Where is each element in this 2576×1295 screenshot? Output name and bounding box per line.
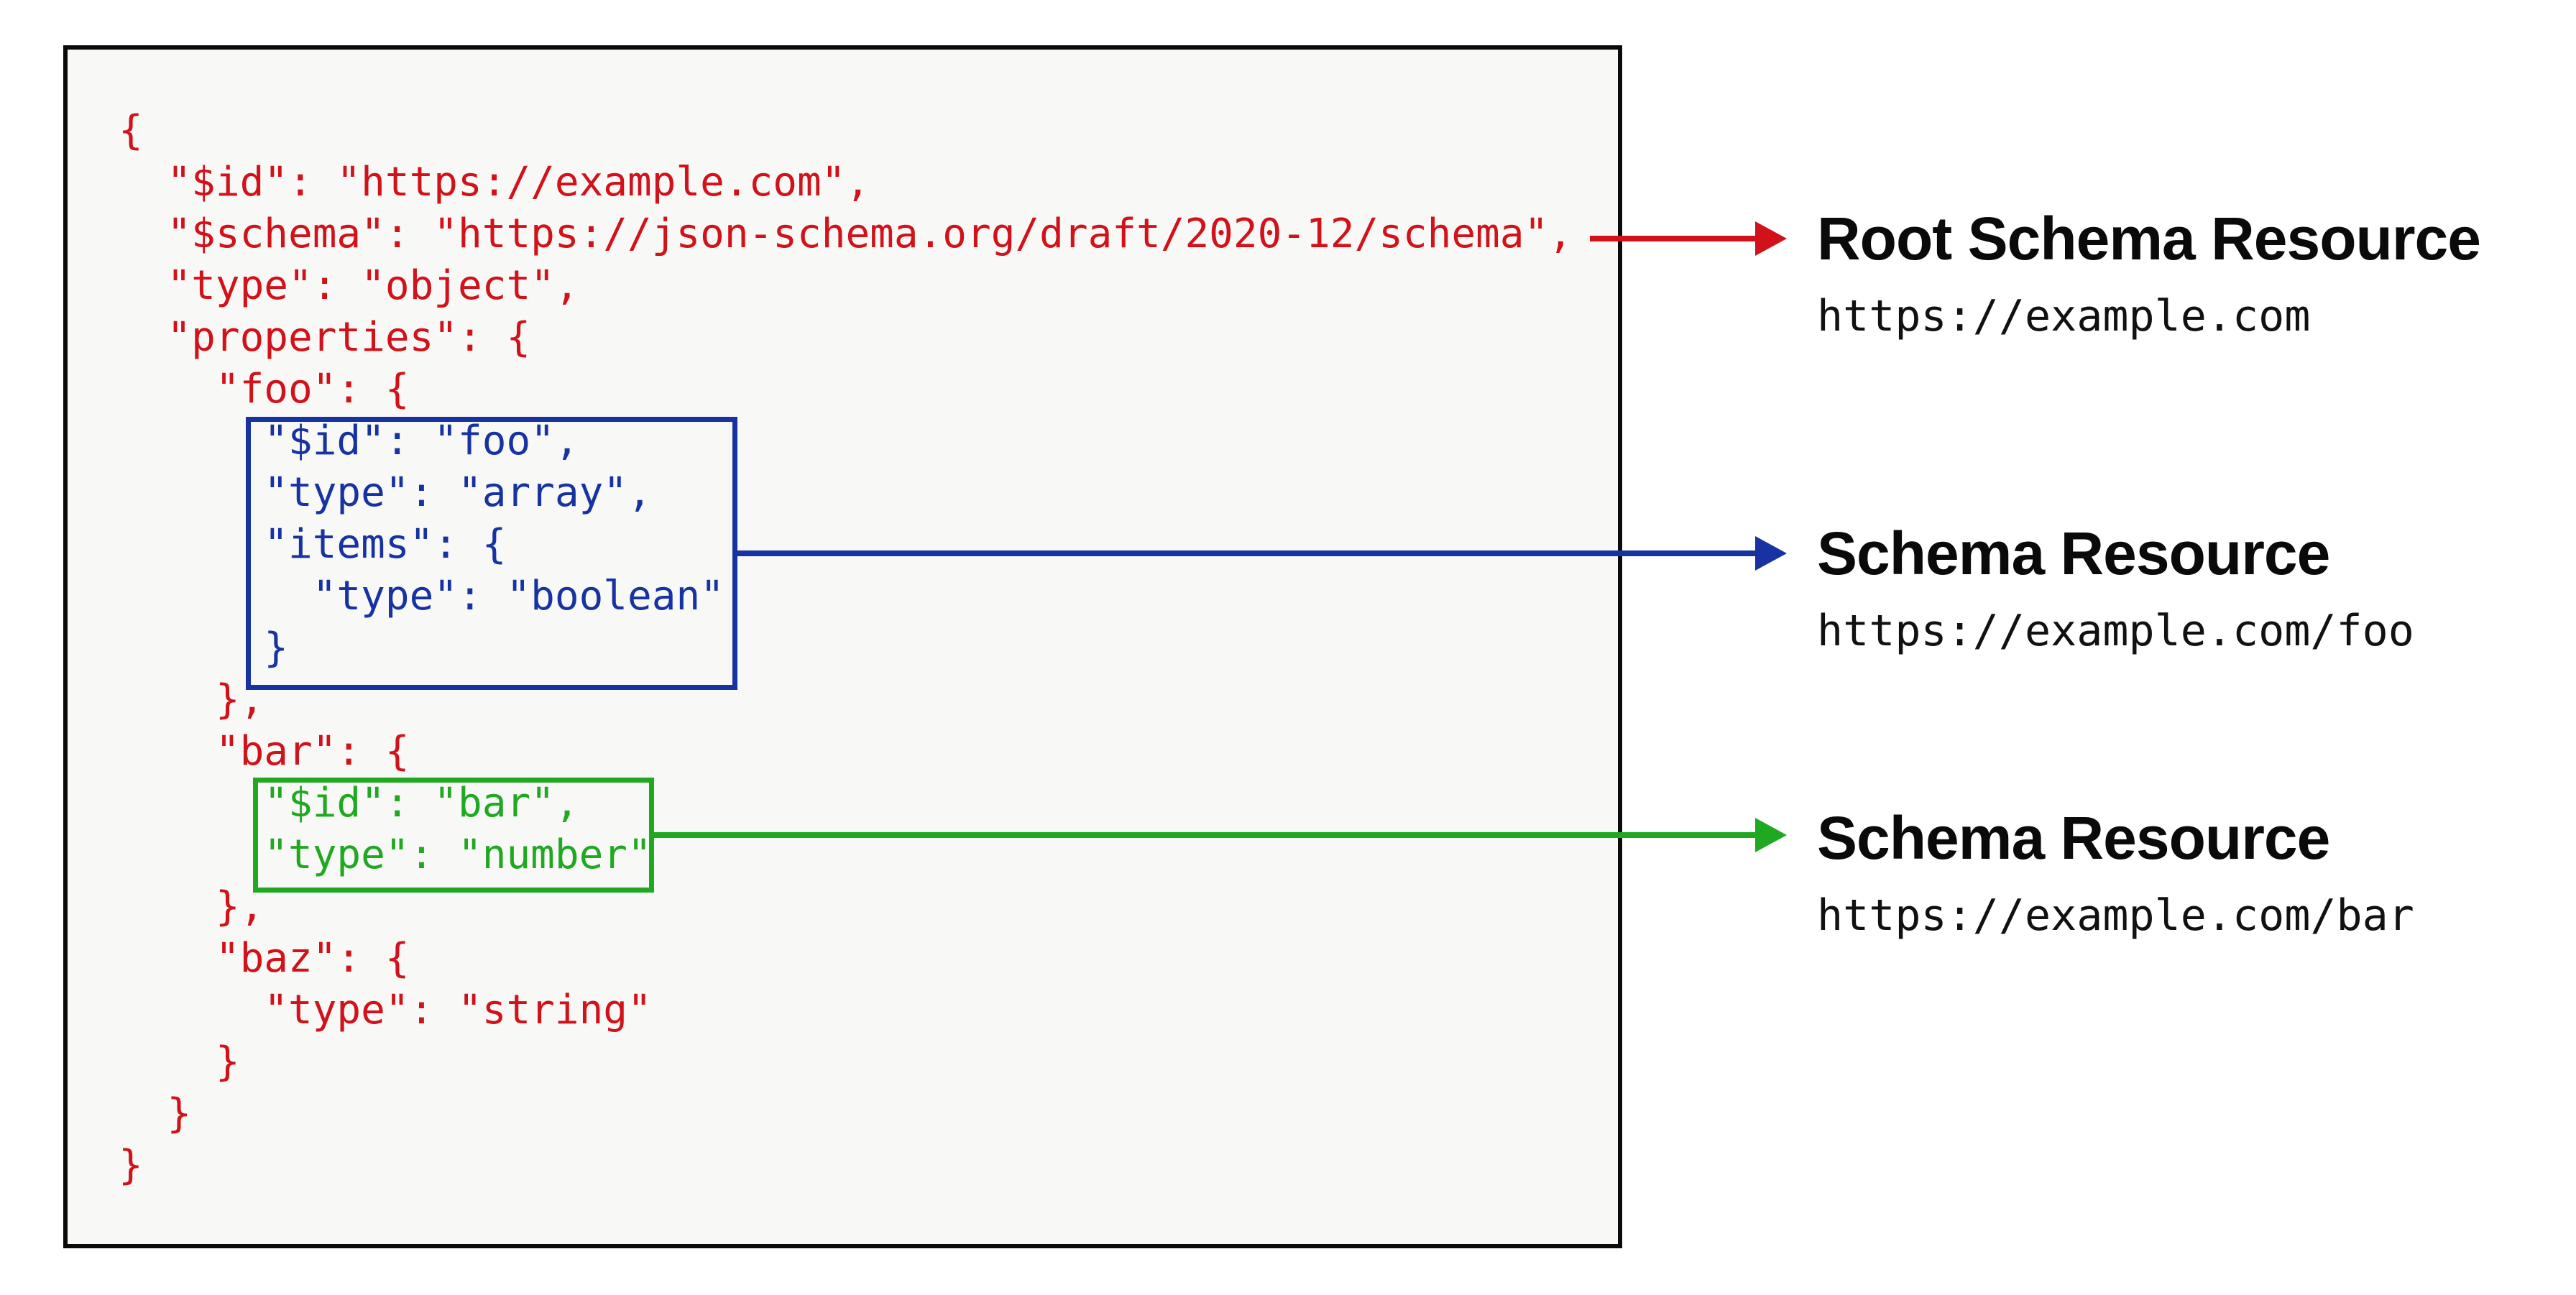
code-line: "$schema": "https://json-schema.org/draf… <box>119 211 1573 257</box>
bar-schema-highlight-box <box>253 778 654 893</box>
annotation-url: https://example.com <box>1817 291 2311 341</box>
code-line: "bar": { <box>119 728 410 775</box>
code-line: "$id": "https://example.com", <box>119 159 870 206</box>
arrow-head-icon <box>1755 536 1787 571</box>
annotation-title: Schema Resource <box>1817 520 2330 587</box>
annotation-url: https://example.com/bar <box>1817 890 2414 941</box>
code-line: "$id": "bar", <box>119 780 579 826</box>
code-line: } <box>119 1090 192 1137</box>
code-line: } <box>119 1038 240 1085</box>
annotation-url: https://example.com/foo <box>1817 606 2414 656</box>
arrow-line <box>1590 236 1757 241</box>
code-line: "foo": { <box>119 366 410 413</box>
code-line: "type": "array", <box>119 469 652 516</box>
code-line: "type": "string" <box>119 987 652 1033</box>
annotation-bar-schema-resource: Schema Resource https://example.com/bar <box>1817 808 2414 937</box>
code-line: } <box>119 1142 143 1189</box>
annotation-title: Root Schema Resource <box>1817 205 2481 272</box>
arrow-head-icon <box>1755 221 1787 256</box>
code-line: "$id": "foo", <box>119 418 579 464</box>
foo-schema-highlight-box <box>246 417 737 690</box>
annotation-foo-schema-resource: Schema Resource https://example.com/foo <box>1817 523 2414 653</box>
code-line: "type": "boolean" <box>119 573 724 619</box>
arrow-head-icon <box>1755 818 1787 852</box>
code-line: }, <box>119 676 264 723</box>
code-line: "items": { <box>119 521 507 568</box>
root-schema-arrow <box>1590 221 1787 256</box>
code-line: "baz": { <box>119 935 410 982</box>
annotation-root-schema-resource: Root Schema Resource https://example.com <box>1817 205 2481 341</box>
code-line: } <box>119 625 289 671</box>
code-line: "properties": { <box>119 314 531 361</box>
foo-schema-arrow <box>737 536 1787 571</box>
code-line: { <box>119 107 143 154</box>
arrow-line <box>654 832 1757 838</box>
arrow-line <box>737 550 1757 556</box>
annotation-title: Schema Resource <box>1817 804 2330 872</box>
code-line: "type": "object", <box>119 262 579 309</box>
bar-schema-arrow <box>654 818 1787 852</box>
code-panel: { "$id": "https://example.com", "$schema… <box>63 45 1622 1248</box>
json-code: { "$id": "https://example.com", "$schema… <box>119 105 1573 1192</box>
code-line: "type": "number" <box>119 831 652 878</box>
